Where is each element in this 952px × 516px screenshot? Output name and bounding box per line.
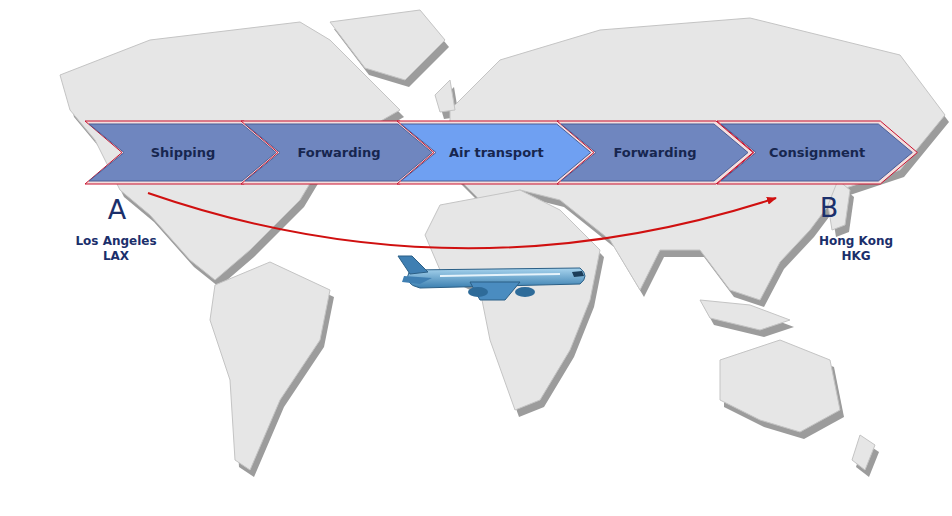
city-name: Hong Kong: [819, 234, 893, 248]
step-label: Air transport: [449, 145, 544, 160]
step-label: Forwarding: [613, 145, 696, 160]
airport-code: HKG: [841, 249, 870, 263]
point-letter: A: [108, 194, 126, 225]
point-letter: B: [820, 192, 839, 223]
chevron-step: Consignment: [716, 120, 918, 185]
airplane: [398, 256, 585, 300]
step-label: Consignment: [769, 145, 865, 160]
route-arrow: [148, 193, 776, 248]
step-label: Shipping: [151, 145, 216, 160]
chevron-step: Forwarding: [556, 120, 754, 185]
airport-code: LAX: [103, 249, 129, 263]
city-name: Los Angeles: [75, 234, 156, 248]
step-label: Forwarding: [297, 145, 380, 160]
